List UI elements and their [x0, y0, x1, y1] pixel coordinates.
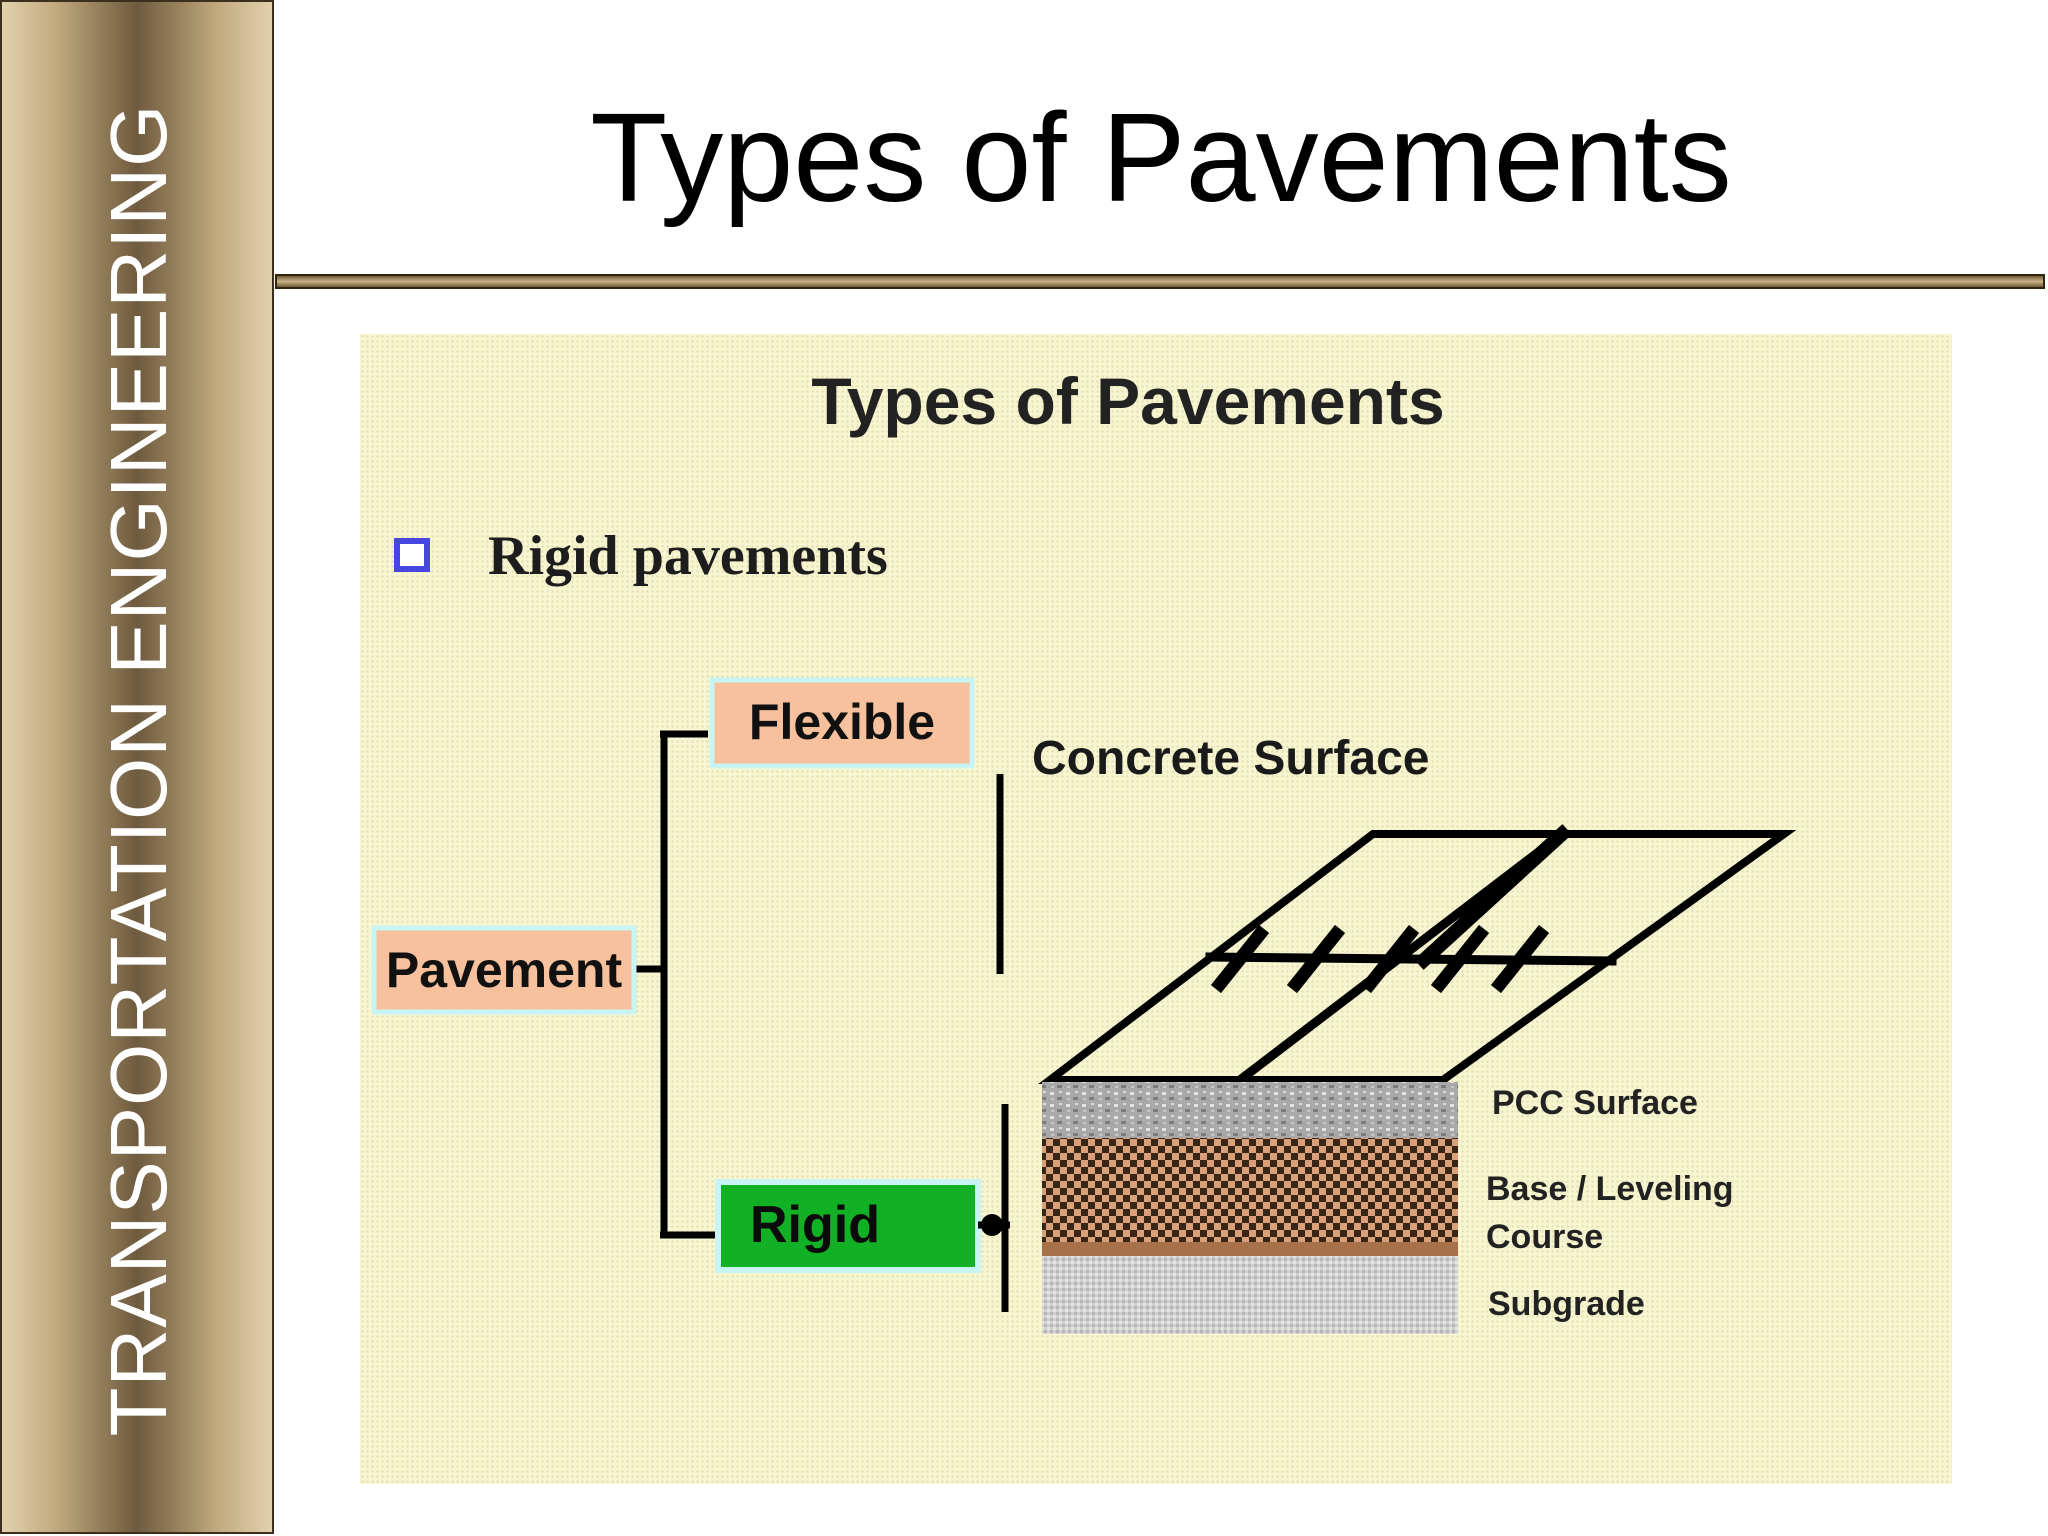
pavement-box: Pavement — [371, 925, 637, 1015]
flexible-box: Flexible — [709, 677, 975, 769]
pcc-surface-label: PCC Surface — [1492, 1084, 1698, 1122]
slide-title: Types of Pavements — [590, 87, 1732, 228]
bullet-text: Rigid pavements — [488, 525, 888, 587]
figure-heading: Types of Pavements — [811, 364, 1444, 438]
concrete-surface-label: Concrete Surface — [1032, 732, 1429, 785]
sidebar-band: TRANSPORTATION ENGINEERING — [0, 0, 274, 1534]
base-leveling-layer: Base / Leveling Course — [1042, 1138, 1734, 1256]
tree-connector — [632, 730, 718, 1239]
base-leveling-label: Base / Leveling — [1486, 1170, 1734, 1208]
figure-panel: Types of Pavements Rigid pavements Pavem… — [360, 334, 1952, 1484]
subgrade-label: Subgrade — [1488, 1285, 1645, 1323]
bracket-dot — [981, 1214, 1003, 1236]
subgrade-layer: Subgrade — [1042, 1256, 1645, 1334]
rigid-box: Rigid — [715, 1179, 981, 1273]
slab-wireframe — [1038, 824, 1797, 1087]
sidebar-label: TRANSPORTATION ENGINEERING — [94, 103, 183, 1437]
pavement-figure: Types of Pavements Rigid pavements Pavem… — [371, 364, 1797, 1334]
dowel-bars — [1210, 924, 1550, 994]
pavement-label: Pavement — [386, 942, 623, 998]
pcc-surface-layer: PCC Surface — [1042, 1082, 1698, 1138]
title-rule — [275, 274, 2045, 289]
bullet-square-icon — [394, 538, 430, 572]
rigid-label: Rigid — [750, 1196, 880, 1254]
flexible-label: Flexible — [749, 694, 935, 750]
course-label: Course — [1486, 1218, 1603, 1256]
